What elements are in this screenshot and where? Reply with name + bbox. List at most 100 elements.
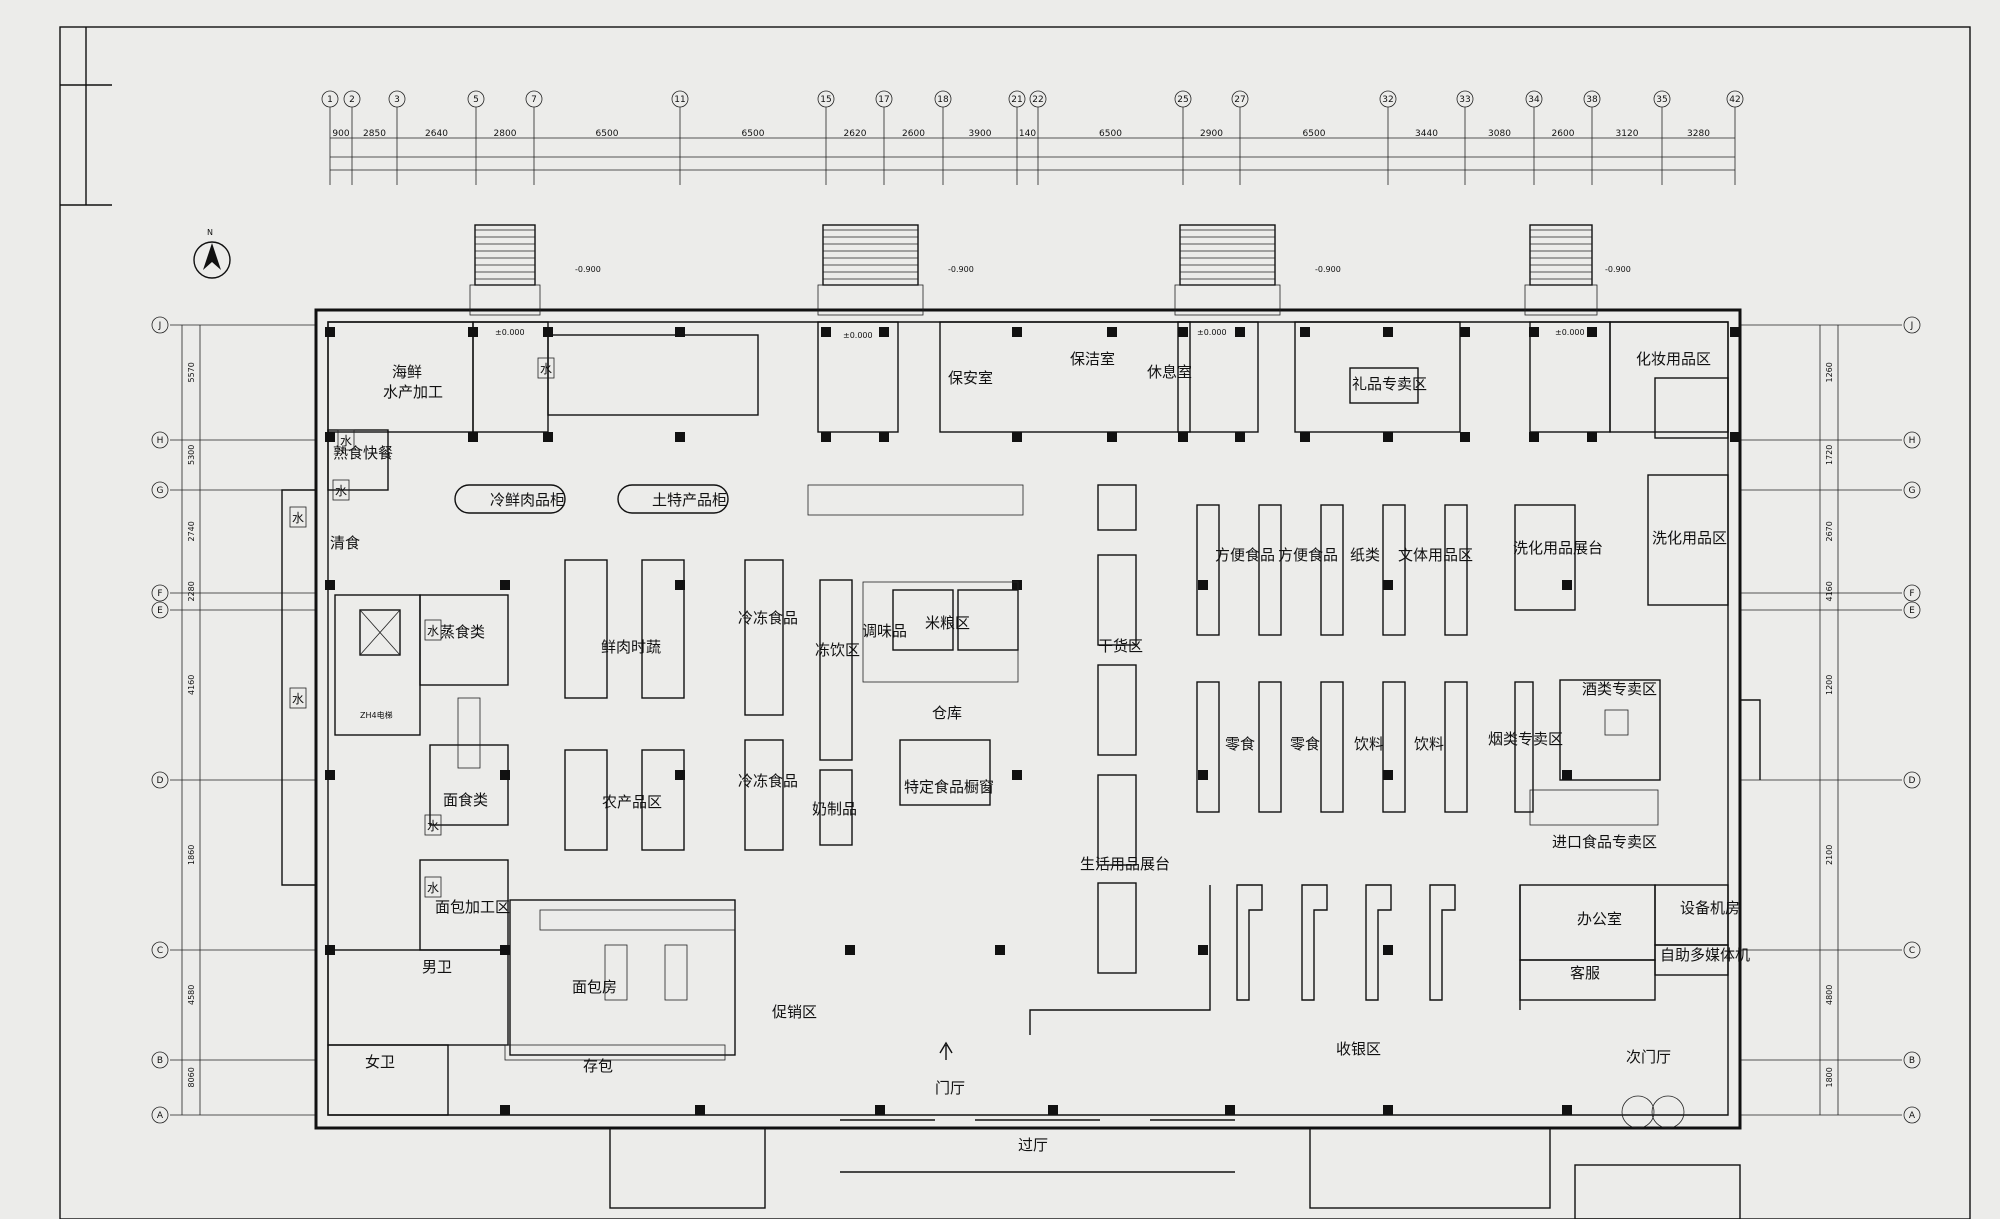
west-rooms [327,429,509,1116]
level-mark: ±0.000 [495,328,525,337]
water-mark: 水 [340,434,352,448]
dimension-value: 2850 [363,129,386,139]
label-daily-goods: 生活用品展台 [1080,855,1170,873]
label-liquor: 酒类专卖区 [1582,680,1657,698]
dimension-value: 5570 [187,362,196,382]
dimension-value: 2670 [1825,521,1834,541]
axis-label-side: E [1909,606,1915,616]
dimension-value: 140 [1019,129,1036,139]
axis-label-side: B [157,1056,163,1066]
label-checkout: 收银区 [1336,1040,1381,1058]
label-warehouse: 仓库 [932,704,962,722]
axis-label-side: D [1909,776,1916,786]
structural-columns [325,327,1740,1115]
axis-label-top: 42 [1729,95,1740,105]
dimension-value: 1720 [1825,445,1834,465]
level-marks: -0.900-0.900-0.900-0.900±0.000±0.000±0.0… [495,265,1631,340]
dimension-value: 6500 [742,129,765,139]
entrance-area [609,1041,1741,1219]
level-mark: -0.900 [948,265,974,274]
label-female-wc: 女卫 [365,1053,395,1071]
axis-label-top: 38 [1586,95,1598,105]
axis-label-top: 33 [1459,95,1470,105]
label-stationery: 文体用品区 [1398,546,1473,564]
dimension-value: 8060 [187,1067,196,1087]
label-snacks-2: 零食 [1290,735,1320,753]
level-mark: ±0.000 [1555,328,1585,337]
label-fresh-meat: 鲜肉时蔬 [601,638,661,656]
water-mark: 水 [427,819,439,833]
dimension-value: 1800 [1825,1067,1834,1087]
checkout-lanes [1236,884,1456,1001]
dimension-value: 4580 [187,985,196,1005]
level-mark: -0.900 [1605,265,1631,274]
axis-bubble-side [151,1106,169,1124]
dimension-value: 2640 [425,129,448,139]
north-stairs [469,224,1598,316]
sheet-frame [59,26,1971,1219]
axis-bubble-side [151,941,169,959]
water-mark: 水 [335,484,347,498]
label-elevator: ZH4电梯 [360,710,393,720]
level-mark: -0.900 [1315,265,1341,274]
label-seasoning: 调味品 [862,622,907,640]
axis-label-top: 18 [937,95,949,105]
axis-label-top: 5 [473,95,479,105]
north-rooms [327,321,1729,433]
dimension-value: 4160 [1825,581,1834,601]
water-mark: 水 [427,624,439,638]
dimension-value: 2620 [844,129,867,139]
label-noodles: 面食类 [443,791,488,809]
axis-label-top: 21 [1011,95,1022,105]
label-bakery-diy: 面包加工区 [435,898,510,916]
axis-label-side: E [157,606,163,616]
axis-bubble-side [151,431,169,449]
axis-bubble-side [151,481,169,499]
axis-label-side: C [157,946,163,956]
dimension-value: 6500 [1099,129,1122,139]
axis-label-top: 7 [531,95,537,105]
axis-label-top: 22 [1032,95,1043,105]
axis-bubble-side [151,601,169,619]
label-promo: 促销区 [772,1003,817,1021]
axis-bubble-side [151,316,169,334]
axis-label-top: 32 [1382,95,1393,105]
axis-label-top: 2 [349,95,355,105]
label-instant-1: 方便食品 [1215,546,1275,564]
dimension-value: 2800 [494,129,517,139]
axis-bubble-side [1903,584,1921,602]
label-dry-goods: 干货区 [1098,637,1143,655]
axis-label-side: A [1909,1111,1916,1121]
dimension-value: 2900 [1200,129,1223,139]
dimension-value: 3440 [1415,129,1438,139]
axis-bubble-side [1903,431,1921,449]
axis-bubble-side [1903,601,1921,619]
axis-bubble-side [151,584,169,602]
axis-label-side: G [157,486,164,496]
axis-label-top: 34 [1528,95,1540,105]
water-mark: 水 [427,881,439,895]
svg-text:N: N [207,228,213,237]
label-cleaning-goods: 洗化用品展台 [1513,539,1603,557]
axis-label-side: H [157,436,164,446]
axis-label-top: 27 [1234,95,1245,105]
label-customer-service: 客服 [1570,964,1600,982]
level-mark: ±0.000 [843,331,873,340]
label-rice: 米粮区 [925,614,970,632]
dimension-value: 1260 [1825,362,1834,382]
water-mark: 水 [292,511,304,525]
axis-bubble-side [151,1051,169,1069]
label-gift: 礼品专卖区 [1352,375,1427,393]
label-steamed: 蒸食类 [440,623,485,641]
axis-label-side: H [1909,436,1916,446]
label-frozen-1: 冷冻食品 [738,609,798,627]
dimension-value: 2740 [187,521,196,541]
dimension-value: 3120 [1616,129,1639,139]
label-corridor: 过厅 [1018,1136,1048,1154]
label-agri: 农产品区 [602,793,662,811]
shelves [1196,504,1576,813]
water-mark: 水 [540,362,552,376]
